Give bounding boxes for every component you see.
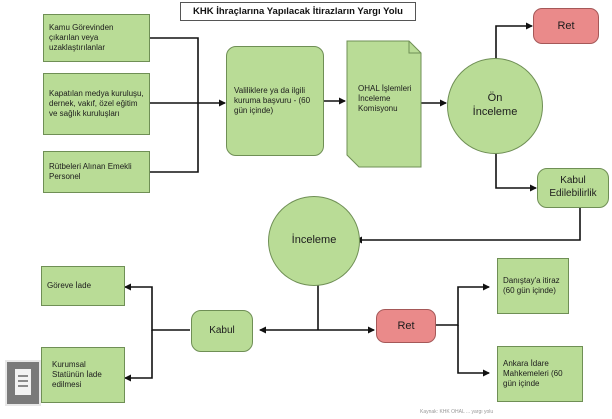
node-ret-top-label: Ret: [557, 20, 575, 32]
node-valilik: Valiliklere ya da ilgili kuruma başvuru …: [226, 46, 324, 156]
node-kamu-label: Kamu Görevinden çıkarılan veya uzaklaştı…: [49, 22, 114, 53]
document-sheet: [15, 369, 31, 395]
node-kapatilan-label: Kapatılan medya kuruluşu, dernek, vakıf,…: [49, 88, 144, 119]
diagram-title: KHK İhraçlarına Yapılacak İtirazların Ya…: [180, 2, 416, 21]
node-kapatilan: Kapatılan medya kuruluşu, dernek, vakıf,…: [43, 73, 150, 135]
node-kabul-label: Kabul: [209, 324, 235, 336]
node-ohal-label: OHAL İşlemleri İnceleme Komisyonu: [358, 84, 412, 114]
node-inceleme-label: İnceleme: [291, 234, 337, 247]
document-line: [18, 375, 28, 377]
node-kurumsal: Kurumsal Statünün İade edilmesi: [41, 347, 125, 403]
document-line: [18, 385, 28, 387]
node-valilik-label: Valiliklere ya da ilgili kuruma başvuru …: [234, 85, 311, 116]
node-ankara-label: Ankara İdare Mahkemeleri (60 gün içinde: [503, 358, 563, 389]
node-on-inceleme: Ön İnceleme: [447, 58, 543, 154]
document-icon: [5, 360, 41, 406]
node-on-inceleme-label: Ön İnceleme: [472, 92, 518, 118]
node-danistay: Danıştay'a itiraz (60 gün içinde): [497, 258, 569, 314]
node-kamu: Kamu Görevinden çıkarılan veya uzaklaştı…: [43, 14, 150, 62]
node-ret-top: Ret: [533, 8, 599, 44]
node-kabul-edilebilirlik-label: Kabul Edilebilirlik: [549, 175, 597, 199]
footer-source: Kaynak: KHK OHAL ... yargı yolu: [420, 409, 494, 415]
node-rutbeleri: Rütbeleri Alınan Emekli Personel: [43, 151, 150, 193]
node-inceleme: İnceleme: [268, 196, 360, 286]
node-rutbeleri-label: Rütbeleri Alınan Emekli Personel: [49, 161, 132, 181]
node-danistay-label: Danıştay'a itiraz (60 gün içinde): [503, 275, 560, 295]
node-ankara: Ankara İdare Mahkemeleri (60 gün içinde: [497, 346, 583, 402]
node-ret-bottom: Ret: [376, 309, 436, 343]
node-gorev-iade: Göreve İade: [41, 266, 125, 306]
node-ohal-shape: [346, 40, 422, 168]
node-kurumsal-label: Kurumsal Statünün İade edilmesi: [52, 359, 102, 390]
document-line: [18, 380, 28, 382]
node-gorev-iade-label: Göreve İade: [47, 280, 92, 290]
node-kabul: Kabul: [191, 310, 253, 352]
node-ret-bottom-label: Ret: [397, 320, 415, 332]
node-kabul-edilebilirlik: Kabul Edilebilirlik: [537, 168, 609, 208]
